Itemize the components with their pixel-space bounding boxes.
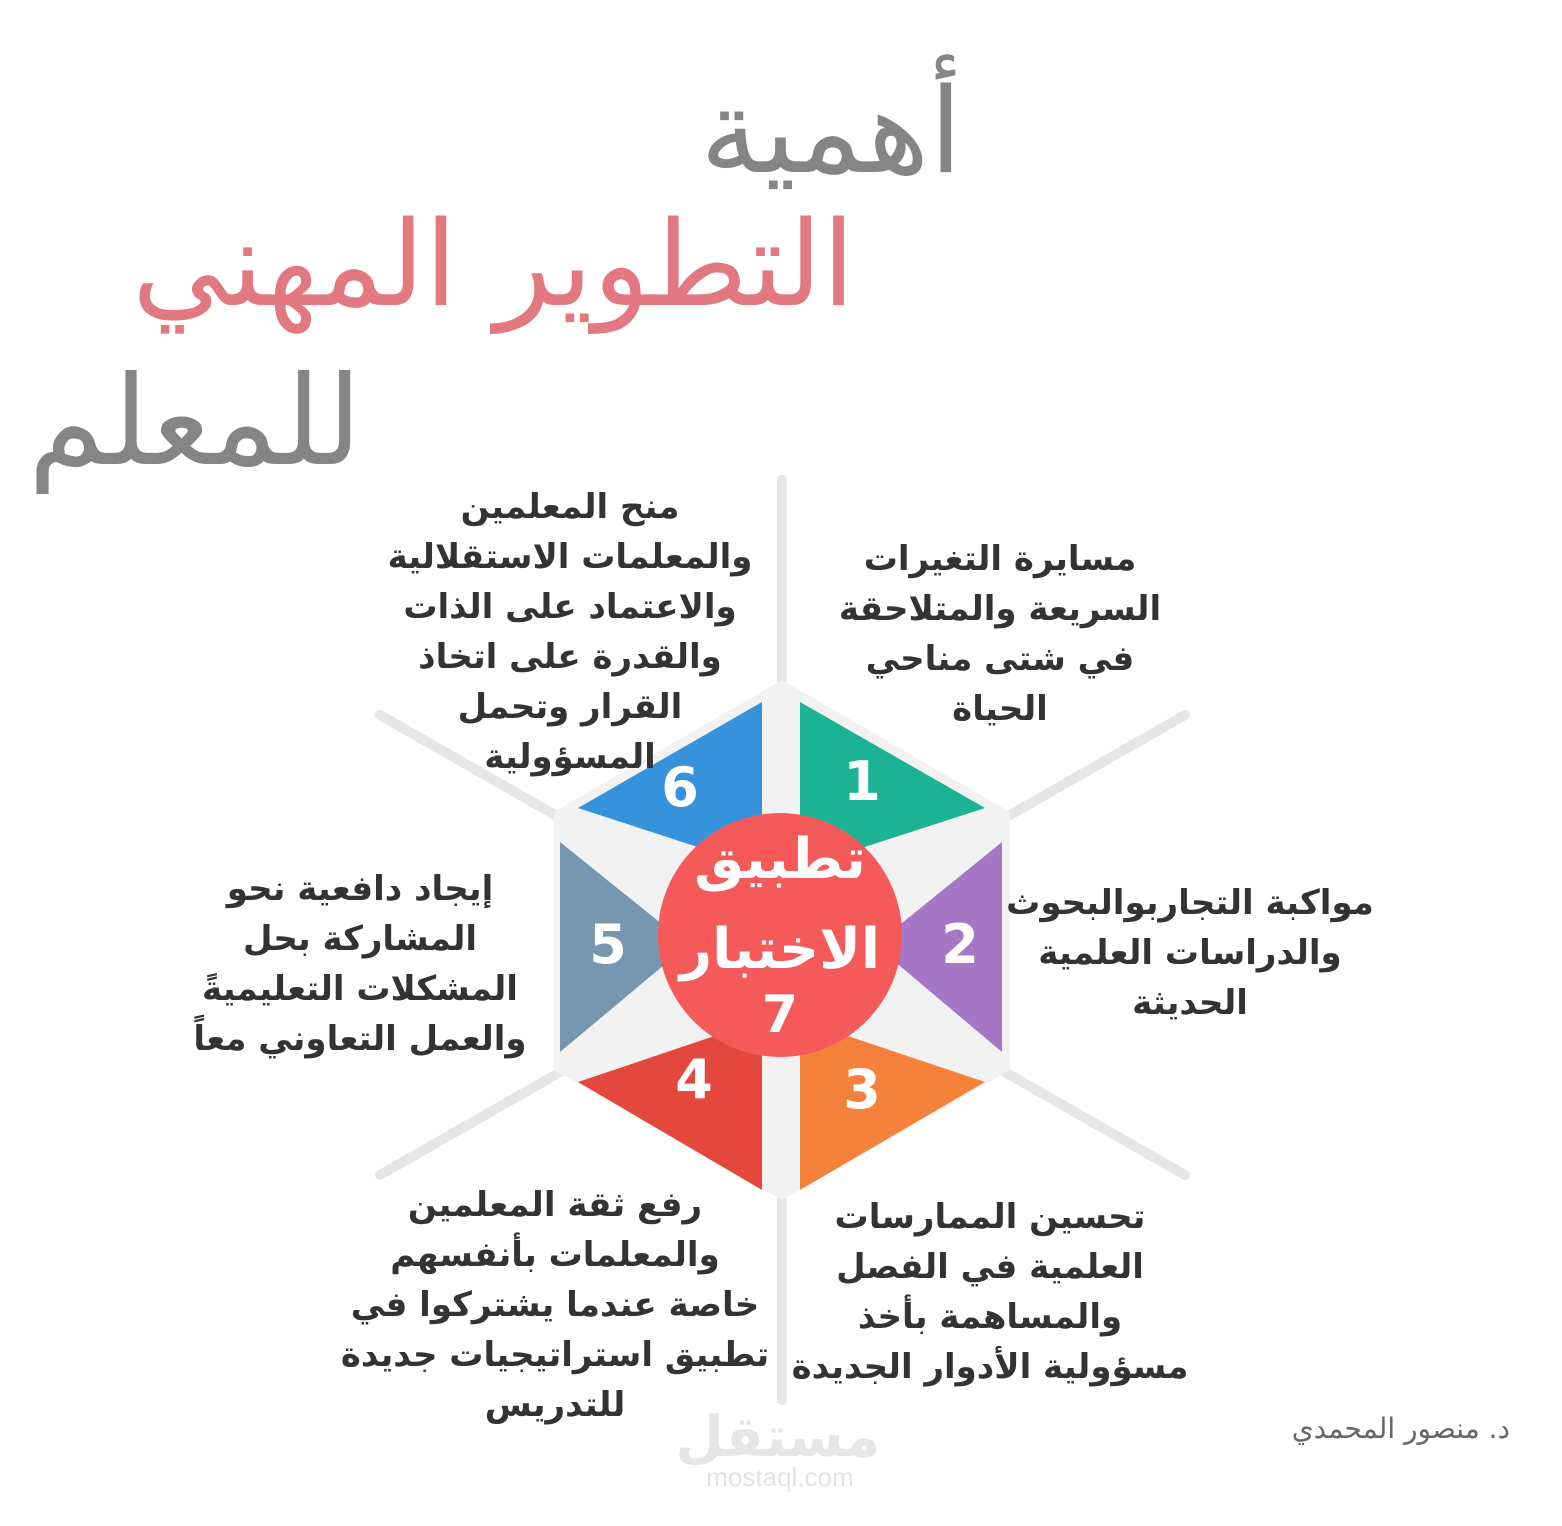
segment-2 xyxy=(875,842,1002,1052)
center-circle xyxy=(658,813,902,1057)
watermark-arabic: مستقل xyxy=(675,1405,880,1470)
center-label-line-2: الاختبار xyxy=(679,917,881,982)
segment-5 xyxy=(560,842,688,1052)
segment-4 xyxy=(578,1020,762,1190)
segment-text-5: إيجاد دافعية نحو المشاركة بحل المشكلات ا… xyxy=(193,869,527,1059)
segment-number-6: 6 xyxy=(661,756,699,819)
segment-text-1: مسايرة التغيرات السريعة والمتلاحقة في شت… xyxy=(838,539,1162,729)
author-credit: د. منصور المحمدي xyxy=(1291,1412,1510,1445)
title-line-3: للمعلم xyxy=(28,350,362,494)
segment-text-2: مواكبة التجاربوالبحوث والدراسات العلمية … xyxy=(1006,883,1374,1023)
segment-text-4: رفع ثقة المعلمين والمعلمات بأنفسهم خاصة … xyxy=(340,1185,770,1425)
segment-6 xyxy=(578,702,762,868)
segment-number-3: 3 xyxy=(843,1058,881,1121)
center-number: 7 xyxy=(761,985,799,1045)
segment-text-6: منح المعلمين والمعلمات الاستقلالية والاع… xyxy=(387,487,753,777)
segment-1 xyxy=(800,702,985,868)
segment-number-4: 4 xyxy=(675,1048,713,1111)
title-line-2: التطوير المهني xyxy=(132,195,855,333)
segment-3 xyxy=(800,1020,985,1190)
watermark-latin: mostaql.com xyxy=(706,1462,854,1492)
segment-number-2: 2 xyxy=(941,913,979,976)
segment-number-5: 5 xyxy=(589,913,627,976)
segment-text-3: تحسين الممارسات العلمية في الفصل والمساه… xyxy=(791,1197,1189,1387)
center-label-line-1: تطبيق xyxy=(694,827,866,892)
title-line-1: أهمية xyxy=(700,62,963,200)
segment-number-1: 1 xyxy=(843,750,881,813)
